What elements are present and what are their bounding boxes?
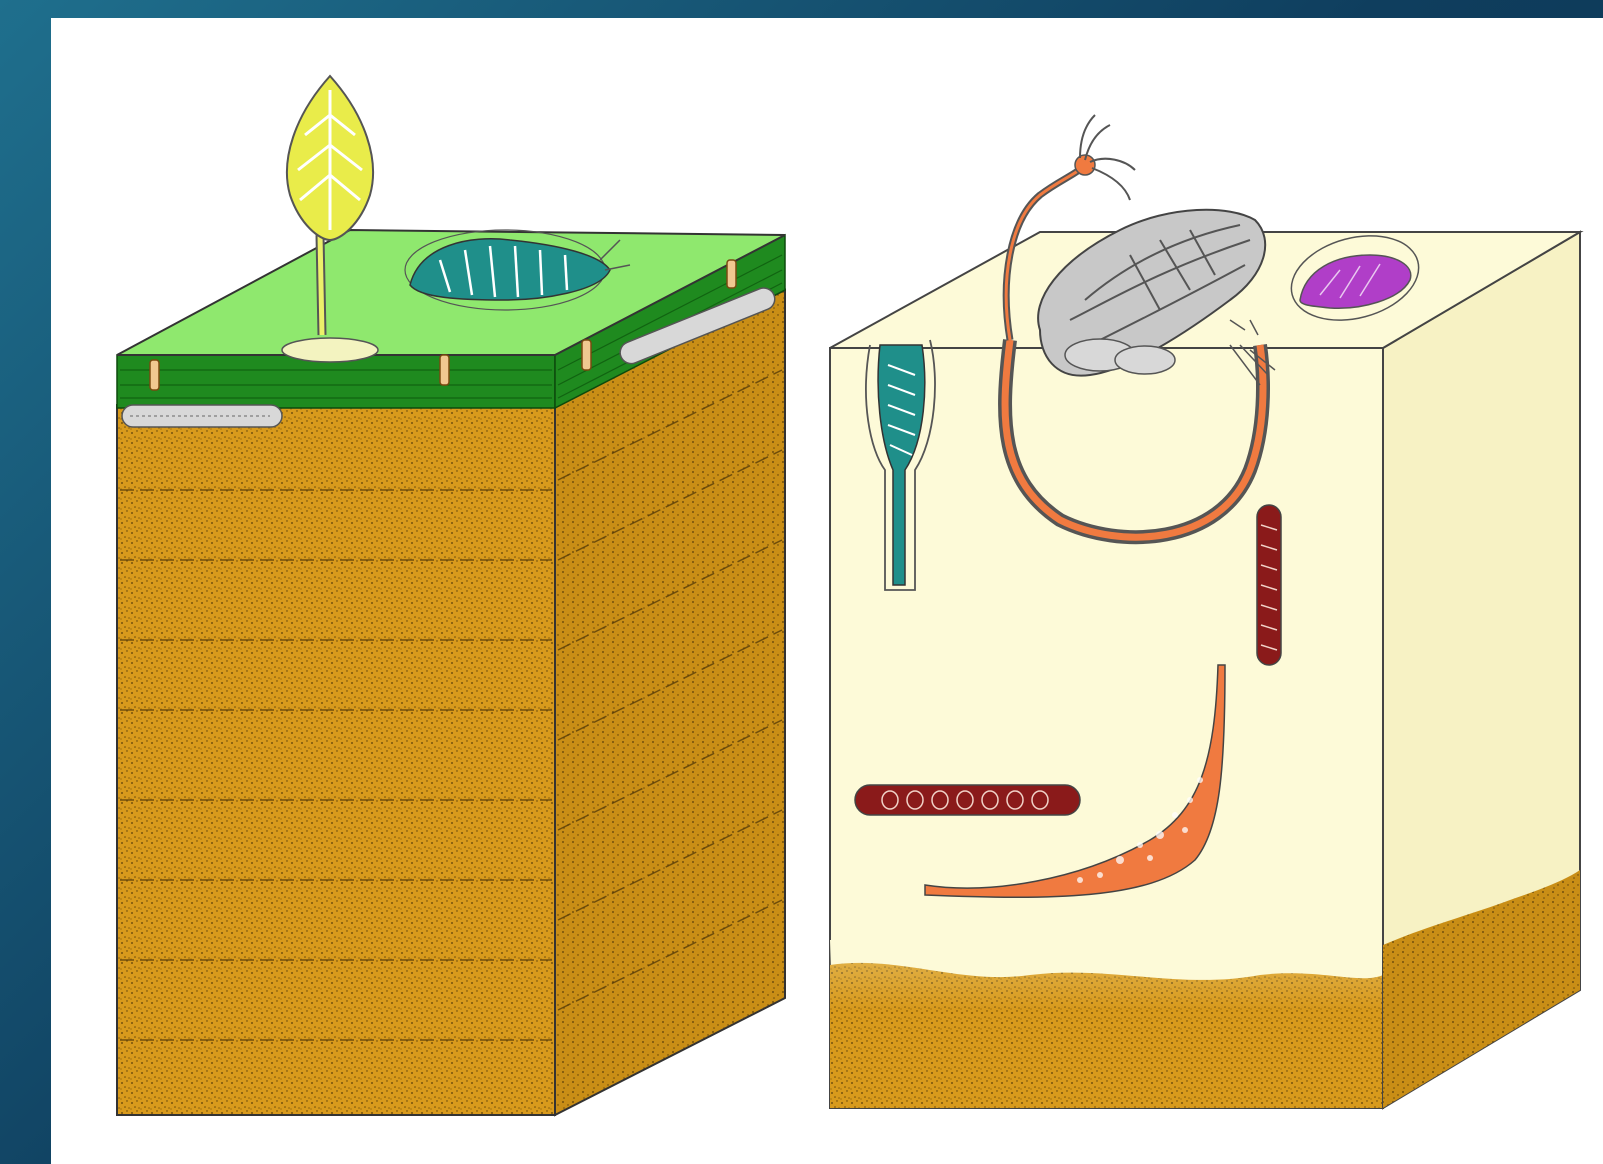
- burrowed-sediment-block: [830, 115, 1580, 1108]
- algal-mat-front-edge: [117, 355, 555, 408]
- oxygenated-sediment-block: [117, 76, 785, 1115]
- left-block-side-face: [555, 290, 785, 1115]
- horizontal-burrow-icon: [855, 785, 1080, 815]
- left-block-front-face: [117, 405, 555, 1115]
- vertical-burrow-icon: [1257, 505, 1281, 665]
